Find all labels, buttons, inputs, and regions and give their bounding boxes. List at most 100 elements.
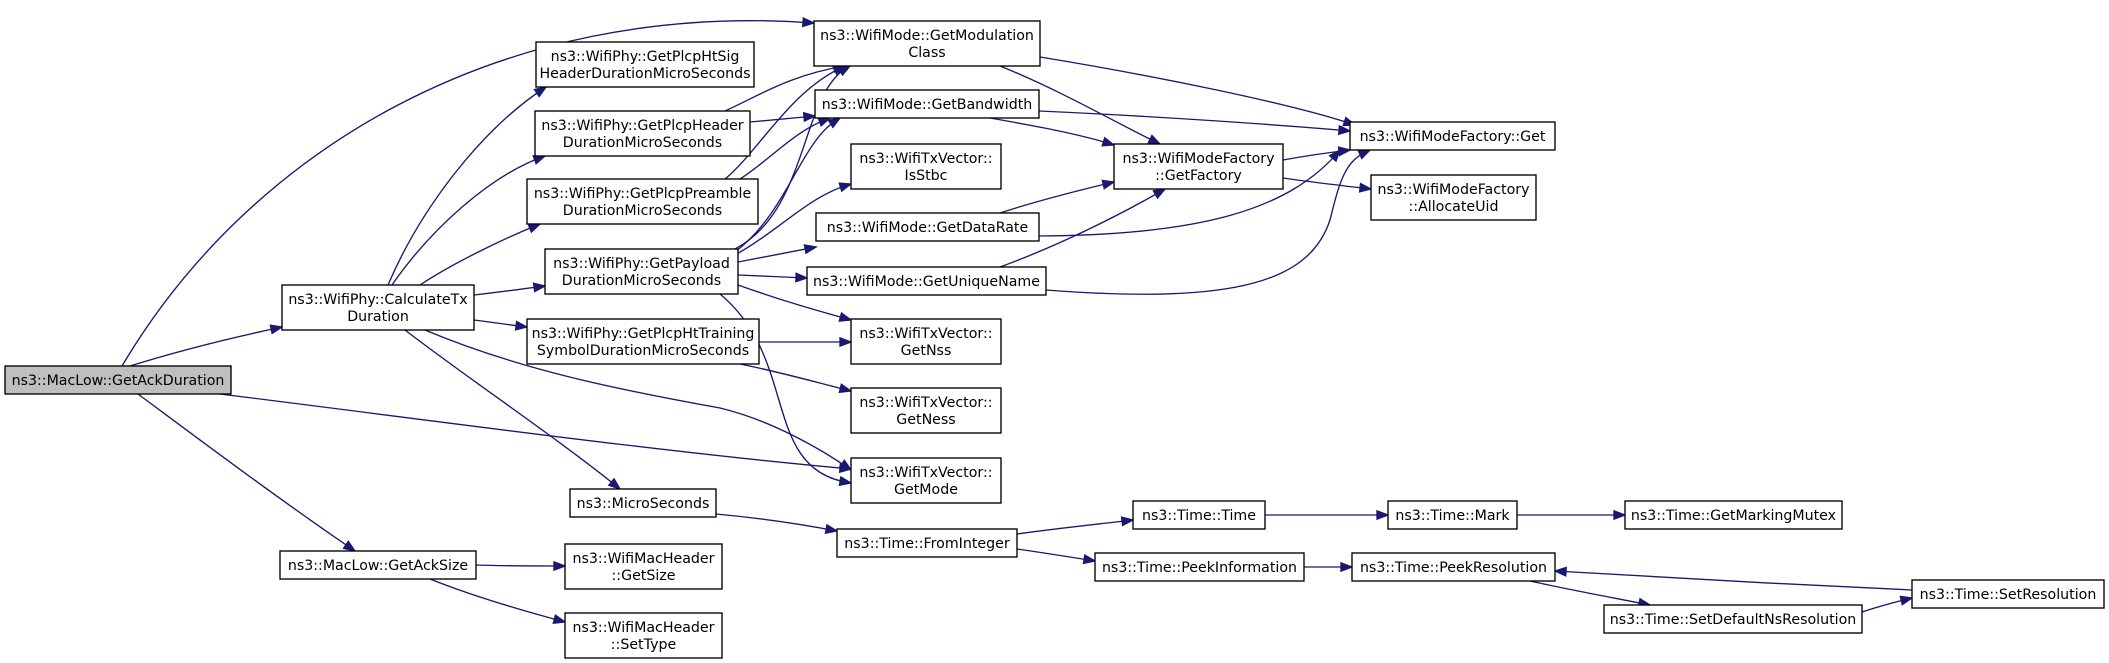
node-getnss[interactable]: ns3::WifiTxVector::GetNss bbox=[850, 318, 1002, 365]
arrowhead-uniquename-to-getfactory bbox=[1152, 188, 1167, 200]
edge-payload-to-bandwidth bbox=[734, 117, 841, 253]
node-factoryget[interactable]: ns3::WifiModeFactory::Get bbox=[1349, 121, 1556, 151]
arrowhead-datarate-to-factoryget bbox=[1328, 148, 1342, 163]
node-label: DurationMicroSeconds bbox=[562, 273, 721, 289]
node-setresolution[interactable]: ns3::Time::SetResolution bbox=[1911, 579, 2105, 609]
edge-bandwidth-to-getfactory bbox=[989, 117, 1115, 146]
node-label: HeaderDurationMicroSeconds bbox=[539, 66, 750, 82]
node-label: GetNess bbox=[896, 412, 955, 428]
arrowhead-setresolution-to-peekresolution bbox=[1553, 566, 1567, 577]
node-label: GetMode bbox=[894, 482, 958, 498]
arrowhead-getacksize-to-macheadergetsize bbox=[553, 560, 567, 572]
node-box bbox=[535, 41, 755, 88]
node-label: ns3::Time::Mark bbox=[1395, 508, 1510, 524]
node-isstbc[interactable]: ns3::WifiTxVector::IsStbc bbox=[850, 143, 1002, 190]
edge-getacksize-to-macheadersettype bbox=[429, 578, 566, 623]
node-macheadersettype[interactable]: ns3::WifiMacHeader::SetType bbox=[564, 612, 723, 659]
node-box bbox=[850, 318, 1002, 365]
node-label: ::AllocateUid bbox=[1409, 199, 1499, 215]
node-box bbox=[850, 457, 1002, 504]
arrowhead-getackduration-to-modulationclass bbox=[801, 17, 816, 28]
node-payload[interactable]: ns3::WifiPhy::GetPayloadDurationMicroSec… bbox=[544, 248, 739, 295]
node-frominteger[interactable]: ns3::Time::FromInteger bbox=[836, 528, 1018, 558]
node-box bbox=[814, 89, 1040, 119]
node-allocateuid[interactable]: ns3::WifiModeFactory::AllocateUid bbox=[1370, 174, 1537, 221]
arrowhead-payload-to-uniquename bbox=[795, 272, 809, 283]
node-label: Duration bbox=[347, 309, 409, 325]
arrowhead-payload-to-isstbc bbox=[838, 182, 853, 193]
arrowhead-calculatetx-to-plcppreamble bbox=[527, 223, 542, 234]
arrowhead-plcphttraining-to-getnss bbox=[839, 336, 853, 348]
edge-calculatetx-to-plcppreamble bbox=[419, 223, 541, 286]
node-label: ns3::WifiTxVector:: bbox=[859, 151, 992, 167]
node-setdefaultns[interactable]: ns3::Time::SetDefaultNsResolution bbox=[1603, 604, 1863, 634]
arrowhead-plcphttraining-to-getness bbox=[838, 383, 853, 394]
node-plcpheader[interactable]: ns3::WifiPhy::GetPlcpHeaderDurationMicro… bbox=[534, 110, 751, 157]
edge-getackduration-to-modulationclass bbox=[121, 20, 815, 367]
edge-datarate-to-getfactory bbox=[999, 181, 1115, 214]
edge-calculatetx-to-getmode bbox=[424, 329, 852, 471]
arrowhead-microseconds-to-frominteger bbox=[824, 523, 839, 534]
node-peekinformation[interactable]: ns3::Time::PeekInformation bbox=[1094, 552, 1305, 582]
node-getacksize[interactable]: ns3::MacLow::GetAckSize bbox=[279, 550, 477, 580]
arrowhead-calculatetx-to-getmode bbox=[838, 459, 853, 472]
node-getness[interactable]: ns3::WifiTxVector::GetNess bbox=[850, 387, 1002, 434]
arrowhead-timetime-to-mark bbox=[1376, 509, 1390, 521]
node-label: ns3::MicroSeconds bbox=[577, 496, 710, 512]
node-label: ns3::Time::SetResolution bbox=[1920, 587, 2097, 603]
node-uniquename[interactable]: ns3::WifiMode::GetUniqueName bbox=[806, 266, 1047, 296]
node-plcppreamble[interactable]: ns3::WifiPhy::GetPlcpPreambleDurationMic… bbox=[526, 178, 759, 225]
node-label: ns3::WifiMode::GetModulation bbox=[820, 28, 1034, 44]
node-plcphtsig[interactable]: ns3::WifiPhy::GetPlcpHtSigHeaderDuration… bbox=[535, 41, 755, 88]
edge-calculatetx-to-plcpheader bbox=[391, 155, 546, 286]
node-label: ::SetType bbox=[611, 637, 676, 653]
node-label: ns3::WifiPhy::GetPlcpHtSig bbox=[551, 49, 740, 65]
node-label: ns3::WifiPhy::CalculateTx bbox=[288, 292, 467, 308]
node-timetime[interactable]: ns3::Time::Time bbox=[1132, 500, 1266, 530]
node-label: ns3::WifiTxVector:: bbox=[859, 326, 992, 342]
edge-modulationclass-to-getfactory bbox=[999, 65, 1161, 145]
node-microseconds[interactable]: ns3::MicroSeconds bbox=[569, 488, 717, 518]
edge-getackduration-to-getacksize bbox=[137, 393, 356, 552]
node-label: ns3::WifiModeFactory bbox=[1377, 182, 1529, 198]
edge-peekresolution-to-setdefaultns bbox=[1529, 580, 1651, 606]
edge-modulationclass-to-factoryget bbox=[1039, 56, 1356, 126]
node-label: Class bbox=[908, 45, 945, 61]
node-box bbox=[1132, 500, 1266, 530]
arrowhead-payload-to-modulationclass bbox=[837, 65, 852, 77]
arrowhead-calculatetx-to-microseconds bbox=[607, 477, 622, 491]
node-macheadergetsize[interactable]: ns3::WifiMacHeader::GetSize bbox=[564, 543, 723, 590]
node-box bbox=[1911, 579, 2105, 609]
node-label: ns3::WifiPhy::GetPlcpHtTraining bbox=[532, 326, 755, 342]
node-plcphttraining[interactable]: ns3::WifiPhy::GetPlcpHtTrainingSymbolDur… bbox=[526, 318, 760, 365]
edge-frominteger-to-peekinformation bbox=[1016, 548, 1096, 562]
node-label: ns3::Time::PeekResolution bbox=[1360, 560, 1547, 576]
arrowhead-setdefaultns-to-setresolution bbox=[1899, 595, 1914, 606]
node-box bbox=[526, 318, 760, 365]
node-label: SymbolDurationMicroSeconds bbox=[537, 343, 749, 359]
arrowhead-getackduration-to-getacksize bbox=[342, 540, 357, 553]
arrowhead-getackduration-to-calculatetx bbox=[269, 324, 284, 335]
edge-getackduration-to-getmode bbox=[219, 393, 852, 470]
node-getackduration[interactable]: ns3::MacLow::GetAckDuration bbox=[4, 365, 232, 395]
node-box bbox=[1624, 500, 1843, 530]
node-box bbox=[1349, 121, 1556, 151]
node-label: ns3::WifiModeFactory::Get bbox=[1360, 129, 1546, 145]
node-box bbox=[534, 110, 751, 157]
arrowhead-calculatetx-to-payload bbox=[532, 282, 547, 293]
node-getmode[interactable]: ns3::WifiTxVector::GetMode bbox=[850, 457, 1002, 504]
node-bandwidth[interactable]: ns3::WifiMode::GetBandwidth bbox=[814, 89, 1040, 119]
node-markingmutex[interactable]: ns3::Time::GetMarkingMutex bbox=[1624, 500, 1843, 530]
node-box bbox=[279, 550, 477, 580]
edge-uniquename-to-getfactory bbox=[999, 188, 1166, 268]
node-box bbox=[1370, 174, 1537, 221]
node-getfactory[interactable]: ns3::WifiModeFactory::GetFactory bbox=[1113, 143, 1284, 190]
node-box bbox=[815, 212, 1040, 242]
node-mark[interactable]: ns3::Time::Mark bbox=[1387, 500, 1518, 530]
node-peekresolution[interactable]: ns3::Time::PeekResolution bbox=[1351, 552, 1556, 582]
arrowhead-bandwidth-to-getfactory bbox=[1101, 136, 1116, 147]
node-datarate[interactable]: ns3::WifiMode::GetDataRate bbox=[815, 212, 1040, 242]
edge-plcpheader-to-modulationclass bbox=[724, 65, 846, 112]
